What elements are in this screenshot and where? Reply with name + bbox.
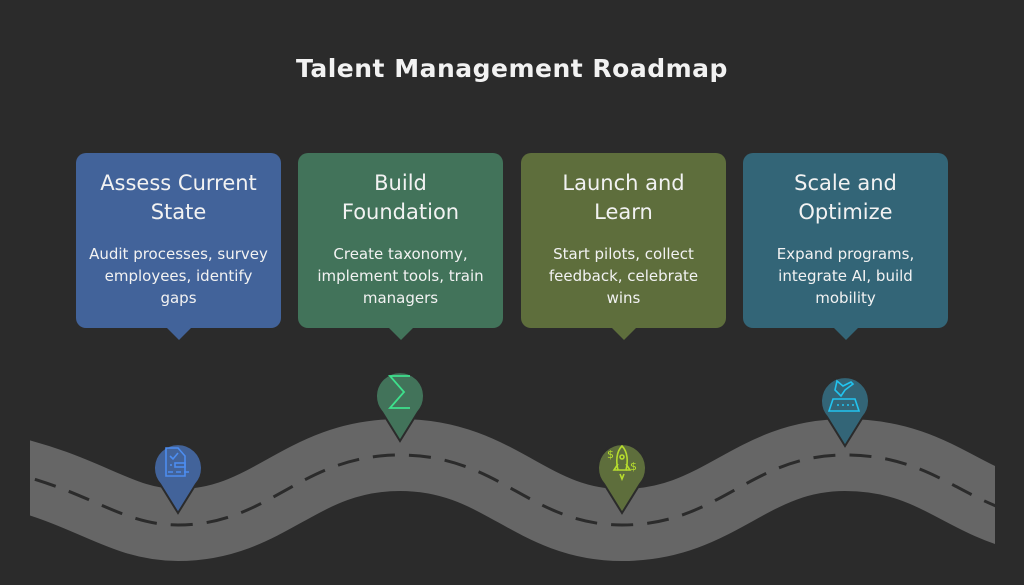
step-card-build: Build Foundation Create taxonomy, implem… [298,153,503,340]
step-card-assess: Assess Current State Audit processes, su… [76,153,281,340]
step-heading: Assess Current State [100,171,257,224]
sigma-icon [388,375,410,409]
svg-text:$: $ [607,448,614,461]
svg-text:$: $ [630,460,637,473]
step-card-scale: Scale and Optimize Expand programs, inte… [743,153,948,340]
step-body: Create taxonomy, implement tools, train … [317,245,484,307]
pin-scale [820,376,870,448]
pin-build [375,371,425,443]
step-heading: Launch and Learn [562,171,685,224]
step-body: Start pilots, collect feedback, celebrat… [548,245,699,307]
step-card-launch: Launch and Learn Start pilots, collect f… [521,153,726,340]
diagram-title: Talent Management Roadmap [296,54,728,83]
airplane-landing-icon [827,379,861,412]
step-body: Audit processes, survey employees, ident… [89,245,268,307]
document-checklist-icon [165,447,189,477]
step-body: Expand programs, integrate AI, build mob… [776,245,915,307]
pin-assess [153,443,203,515]
rocket-dollar-icon: $ $ [607,444,637,482]
step-heading: Build Foundation [341,171,460,224]
pin-launch: $ $ [597,443,647,515]
step-heading: Scale and Optimize [794,171,897,224]
road-center-dashes [30,453,995,527]
